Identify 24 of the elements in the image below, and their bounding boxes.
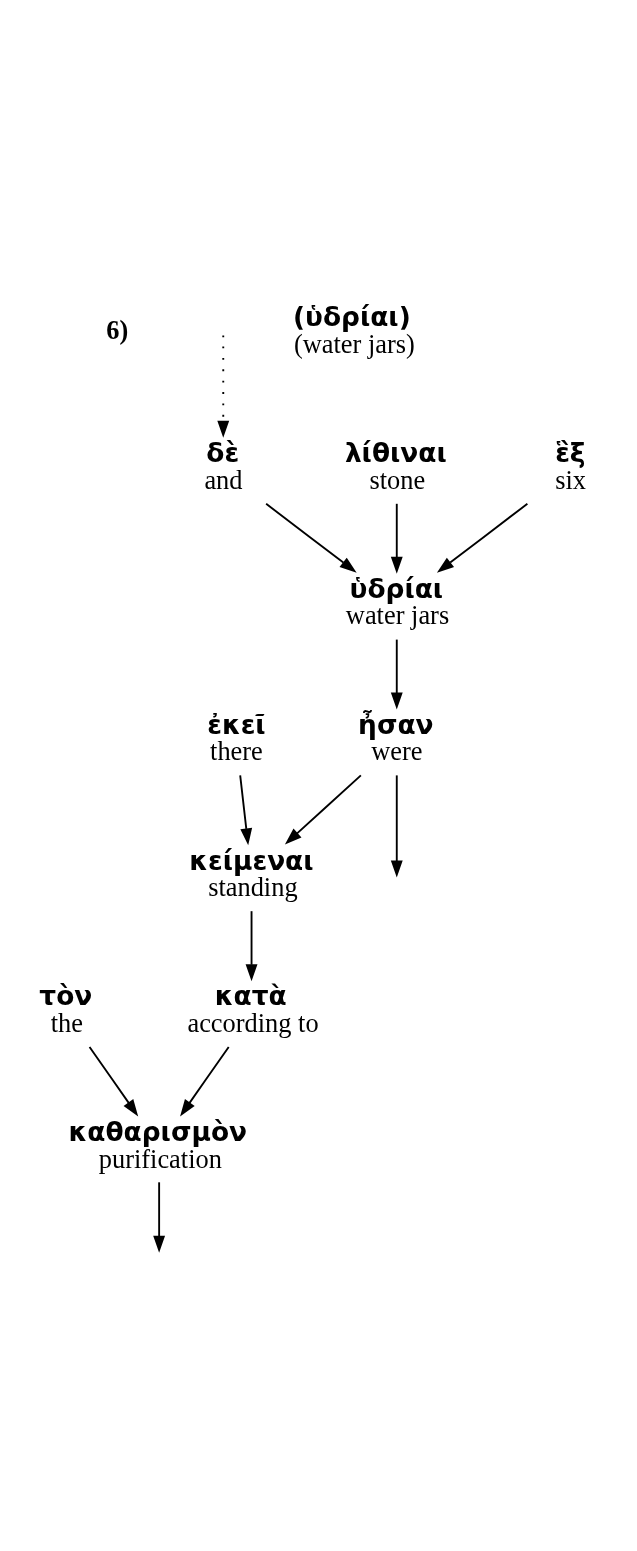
node-text: ἦσαν were <box>358 708 434 767</box>
node-text: ἓξ six <box>555 437 587 495</box>
label: 6) <box>106 314 129 345</box>
arrow <box>153 1181 166 1253</box>
arrow <box>436 502 529 573</box>
node-text: δὲ and <box>204 437 243 495</box>
node-text: κείμεναι standing <box>189 844 314 902</box>
arrow <box>390 774 403 878</box>
arrow <box>180 1046 230 1117</box>
arrow <box>284 774 362 845</box>
arrow <box>265 502 357 573</box>
arrow <box>217 334 230 438</box>
node-text: ἐκεῖ there <box>207 708 266 767</box>
arrow <box>390 502 403 574</box>
node-text: ὑδρίαι water jars <box>345 572 450 631</box>
arrow <box>245 910 258 982</box>
arrow <box>88 1046 139 1117</box>
node-text: τὸν the <box>39 980 93 1038</box>
node-text: (ὑδρίαι) (water jars) <box>293 301 415 359</box>
node-text: κατὰ according to <box>187 980 319 1038</box>
node-text: λίθιναι stone <box>344 437 447 495</box>
arrow <box>390 638 403 710</box>
arrow <box>239 774 253 846</box>
node-text: καθαρισμὸν purification <box>68 1116 248 1174</box>
